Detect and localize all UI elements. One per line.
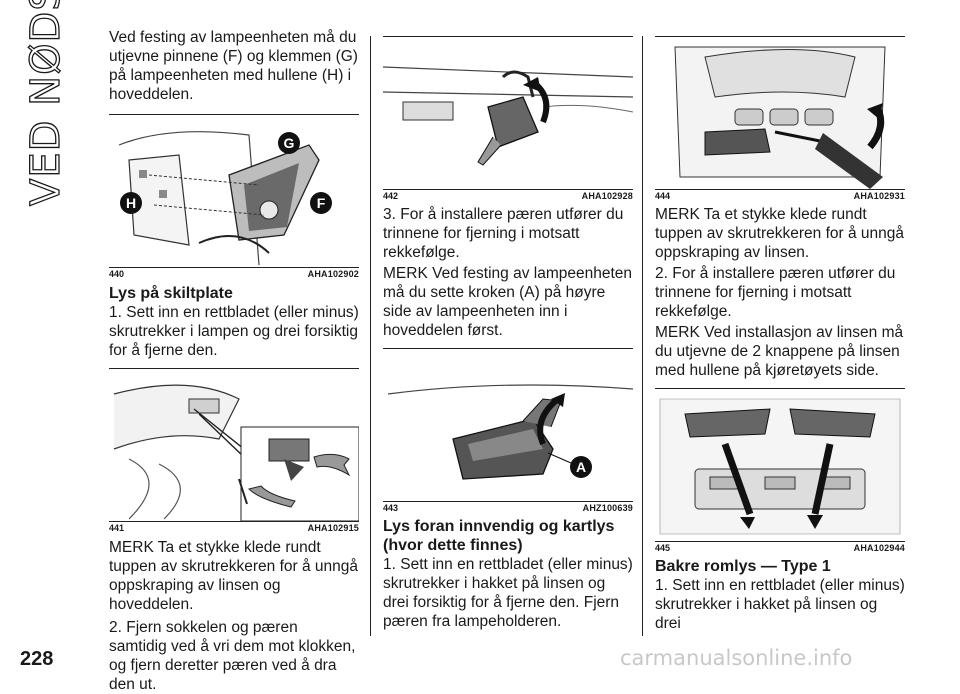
- section-heading: Lys foran innvendig og kartlys (hvor det…: [383, 518, 615, 554]
- column-2: 442 AHA102928 3. For å installere pæren …: [383, 28, 633, 631]
- figure-number: 441: [109, 523, 125, 533]
- step-text: 1. Sett inn en rettbladet (eller minus) …: [655, 577, 905, 632]
- map-lamp-illustration: [659, 398, 901, 535]
- note-text: MERK Ta et stykke klede rundt tuppen av …: [655, 206, 905, 261]
- column-1: Ved festing av lampeenheten må du utjevn…: [109, 28, 359, 694]
- callout-f: F: [317, 195, 326, 211]
- step-text: 1. Sett inn en rettbladet (eller minus) …: [383, 556, 633, 630]
- callout-a-marker: [570, 456, 592, 478]
- intro-text: Ved festing av lampeenheten må du utjevn…: [109, 29, 358, 103]
- callout-g: G: [284, 135, 295, 151]
- callout-f-marker: [310, 192, 332, 214]
- figure-444-caption: 444 AHA102931: [655, 190, 905, 202]
- step-text: 1. Sett inn en rettbladet (eller minus) …: [109, 304, 359, 359]
- column-divider: [642, 36, 643, 636]
- figure-441-caption: 441 AHA102915: [109, 522, 359, 534]
- step-text: 3. For å installere pæren utfører du tri…: [383, 206, 624, 261]
- figure-number: 444: [655, 191, 671, 201]
- figure-code: AHA102928: [581, 191, 633, 201]
- figure-442: [383, 36, 633, 190]
- section-heading: Lys på skiltplate: [109, 285, 233, 302]
- figure-code: AHZ100639: [582, 503, 633, 513]
- figure-443-caption: 443 AHZ100639: [383, 502, 633, 514]
- step-text: 2. Fjern sokkelen og pæren samtidig ved …: [109, 619, 356, 693]
- figure-445: [655, 388, 905, 542]
- callout-g-marker: [278, 132, 300, 154]
- figure-number: 440: [109, 269, 125, 279]
- figure-441: [109, 368, 359, 522]
- figure-code: AHA102931: [853, 191, 905, 201]
- figure-number: 442: [383, 191, 399, 201]
- callout-h: H: [126, 195, 136, 211]
- figure-number: 443: [383, 503, 399, 513]
- lamp-hook-illustration: A: [387, 384, 633, 480]
- note-text: MERK Ved installasjon av linsen må du ut…: [655, 324, 904, 379]
- section-sidebar: VED NØDSFALL: [20, 0, 72, 207]
- watermark: carmanualsonline.info: [620, 646, 853, 670]
- figure-number: 445: [655, 543, 671, 553]
- figure-445-caption: 445 AHA102944: [655, 542, 905, 554]
- figure-444: [655, 36, 905, 190]
- section-title: VED NØDSFALL: [22, 0, 69, 207]
- callout-a: A: [576, 459, 586, 475]
- column-3: 444 AHA102931 MERK Ta et stykke klede ru…: [655, 28, 905, 633]
- note-text: MERK Ta et stykke klede rundt tuppen av …: [109, 539, 359, 613]
- figure-440-caption: 440 AHA102902: [109, 268, 359, 280]
- interior-lamp-illustration: [674, 46, 886, 189]
- figure-code: AHA102915: [307, 523, 359, 533]
- column-divider: [370, 36, 371, 636]
- figure-440: G H F: [109, 114, 359, 268]
- page-number: 228: [20, 648, 54, 670]
- step-text: 2. For å installere pæren utfører du tri…: [655, 265, 896, 320]
- note-text: MERK Ved festing av lampeenheten må du s…: [383, 265, 633, 339]
- figure-code: AHA102902: [307, 269, 359, 279]
- license-lamp-illustration: [113, 384, 359, 521]
- lamp-unit-illustration: G H F: [118, 131, 332, 266]
- callout-h-marker: [120, 192, 142, 214]
- figure-442-caption: 442 AHA102928: [383, 190, 633, 202]
- bulb-removal-illustration: [383, 66, 633, 166]
- figure-code: AHA102944: [853, 543, 905, 553]
- figure-443: A: [383, 348, 633, 502]
- section-heading: Bakre romlys — Type 1: [655, 558, 831, 575]
